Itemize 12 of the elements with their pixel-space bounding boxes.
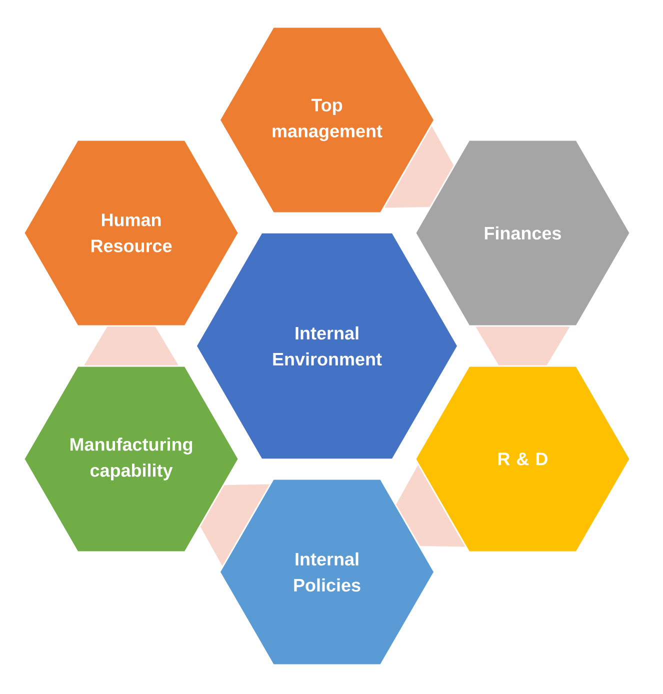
hexagon: Finances xyxy=(416,140,630,326)
hexagon: Manufacturing capability xyxy=(24,366,238,552)
trapezoid-connector xyxy=(396,465,466,547)
trapezoid-connector xyxy=(84,326,178,366)
hexagon: Internal Policies xyxy=(220,480,434,664)
hexagon: Internal Environment xyxy=(197,233,457,459)
trapezoid-connector xyxy=(476,326,570,366)
hexagon: Top management xyxy=(220,28,434,212)
trapezoid-connector xyxy=(200,484,270,566)
trapezoid-connector xyxy=(384,126,454,208)
hexagon: R & D xyxy=(416,366,630,552)
hexagon: Human Resource xyxy=(24,140,238,326)
